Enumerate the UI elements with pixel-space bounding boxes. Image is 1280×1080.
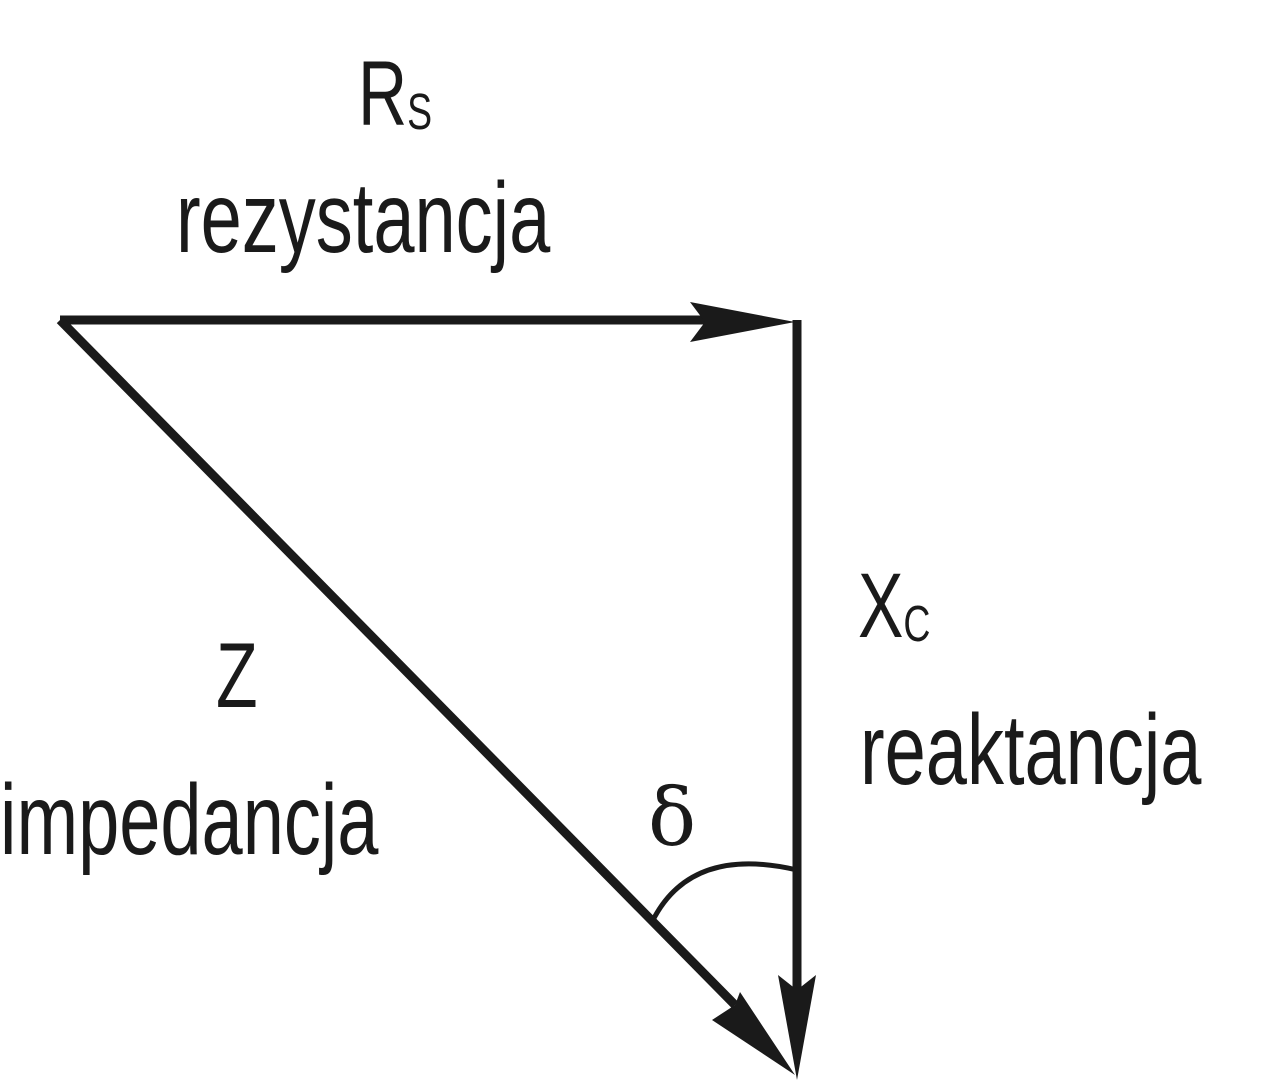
resistance-symbol: RS [358, 48, 432, 140]
impedance-label: impedancja [0, 764, 379, 876]
reactance-subscript: C [903, 595, 931, 653]
reactance-symbol: XC [858, 560, 930, 652]
reactance-label: reaktancja [860, 694, 1202, 806]
impedance-vector-line [56, 316, 739, 1009]
angle-symbol: δ [648, 771, 697, 864]
resistance-symbol-letter: R [358, 43, 408, 145]
reactance-arrowhead [778, 975, 816, 1080]
reactance-symbol-letter: X [858, 555, 904, 657]
resistance-label: rezystancja [176, 162, 551, 274]
impedance-symbol: Z [216, 625, 258, 727]
resistance-arrowhead [690, 302, 795, 342]
angle-arc [649, 861, 798, 924]
impedance-arrowhead [712, 992, 795, 1075]
resistance-subscript: S [407, 83, 433, 141]
